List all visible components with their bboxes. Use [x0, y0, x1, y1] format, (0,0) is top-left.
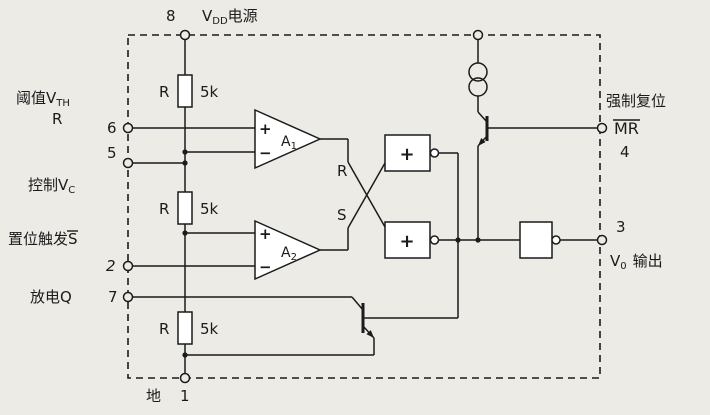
- pin-3-terminal: [596, 234, 608, 246]
- current-source-circle-top: [468, 62, 488, 82]
- latch-gate-r: [384, 134, 431, 172]
- a2-plus-sign: +: [259, 225, 272, 243]
- a1-plus-sign: +: [259, 120, 272, 138]
- resistor-r1: [177, 74, 193, 108]
- pin-1-number: 1: [180, 387, 190, 405]
- current-source: [468, 62, 488, 97]
- resistor-r2-label: R: [159, 200, 169, 218]
- discharge-transistor-collector: [351, 296, 364, 311]
- resistor-r3: [177, 311, 193, 345]
- junction-dots: [182, 149, 481, 358]
- latch-cross-coupling: [320, 138, 386, 251]
- pin-1-terminal: [179, 372, 191, 384]
- pin-7-terminal: [122, 291, 134, 303]
- reset-emitter-arrow: [478, 138, 486, 146]
- mr-bar-label: MR: [614, 119, 639, 138]
- pin-4-terminal: [596, 122, 608, 134]
- a1-label: A1: [281, 134, 297, 152]
- output-buffer-bubble: [551, 235, 561, 245]
- discharge-emitter-arrow: [366, 330, 374, 338]
- vdd-supply-label: VDD电源: [202, 7, 258, 27]
- latch-s-signal-label: S: [337, 206, 347, 224]
- ic-boundary-dashed-box: [127, 34, 601, 379]
- pin-7-number: 7: [108, 288, 118, 306]
- comparator-a2: + − A2: [254, 219, 322, 281]
- latch-r-signal-label: R: [337, 162, 347, 180]
- pin-3-number: 3: [616, 218, 626, 236]
- a2-label: A2: [281, 245, 297, 263]
- threshold-label: 阈值VTH: [16, 89, 70, 109]
- pin-5-terminal: [122, 157, 134, 169]
- resistor-r1-value: 5k: [200, 83, 219, 101]
- threshold-r-label: R: [52, 110, 62, 128]
- gate-s-symbol: +: [399, 231, 414, 252]
- current-source-circle-bottom: [468, 77, 488, 97]
- set-trigger-label: 置位触发S: [8, 230, 78, 248]
- a2-minus-sign: −: [259, 258, 272, 276]
- ground-label: 地: [146, 387, 161, 405]
- pin-6-number: 6: [107, 119, 117, 137]
- output-buffer: [519, 221, 561, 259]
- resistor-r3-label: R: [159, 320, 169, 338]
- resistor-r2-value: 5k: [200, 200, 219, 218]
- gate-r-inversion-bubble: [429, 148, 440, 158]
- resistor-r2: [177, 191, 193, 225]
- vdd-rail-terminal: [472, 29, 484, 41]
- pin-6-terminal: [122, 122, 134, 134]
- pin-2-number: 2: [106, 257, 116, 275]
- rs-latch: + + R S: [337, 134, 440, 259]
- comparator-a1: + − A1: [254, 108, 322, 170]
- resistor-r1-label: R: [159, 83, 169, 101]
- gate-r-symbol: +: [399, 144, 414, 165]
- control-label: 控制VC: [28, 176, 75, 196]
- discharge-label: 放电Q: [30, 288, 72, 306]
- pin-4-number: 4: [620, 143, 630, 161]
- gate-s-inversion-bubble: [429, 235, 440, 245]
- pin-5-number: 5: [107, 144, 117, 162]
- pin-8-terminal: [179, 29, 191, 41]
- force-reset-label: 强制复位: [606, 92, 666, 110]
- wires: [132, 39, 598, 374]
- output-buffer-box: [519, 221, 553, 259]
- resistor-r3-value: 5k: [200, 320, 219, 338]
- pin-8-number: 8: [166, 7, 176, 25]
- comparator-a1-triangle: [254, 108, 322, 170]
- latch-gate-s: [384, 221, 431, 259]
- resistors: [177, 74, 193, 345]
- a1-minus-sign: −: [259, 144, 272, 162]
- pin-terminals: [122, 29, 608, 384]
- comparator-a2-triangle: [254, 219, 322, 281]
- pin-2-terminal: [122, 260, 134, 272]
